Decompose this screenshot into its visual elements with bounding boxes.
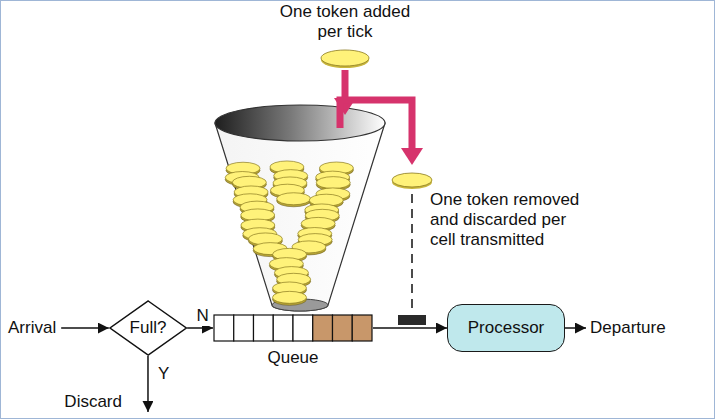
node-text: Queue bbox=[267, 348, 318, 368]
token-out-arrow bbox=[340, 100, 412, 150]
io-label: Departure bbox=[590, 318, 666, 338]
annotation: One token removed and discarded per cell… bbox=[430, 190, 595, 250]
branch-label: Y bbox=[158, 364, 169, 384]
io-label: Arrival bbox=[8, 318, 56, 338]
arrival-arrow bbox=[61, 327, 109, 329]
token bbox=[321, 50, 369, 66]
token-pile bbox=[225, 161, 353, 305]
queue-cell bbox=[234, 315, 254, 341]
queue-cell bbox=[214, 315, 234, 341]
bucket-rim bbox=[215, 105, 385, 141]
edge-label: N bbox=[195, 306, 211, 326]
queue-cell bbox=[254, 315, 274, 341]
queue-cell bbox=[352, 315, 372, 341]
node-text: Processor bbox=[468, 318, 545, 338]
departure-arrow bbox=[565, 327, 586, 329]
queue-cell bbox=[293, 315, 313, 341]
token bbox=[392, 173, 432, 187]
io-label: Discard bbox=[64, 392, 122, 412]
token bbox=[277, 193, 311, 207]
flow-arrow bbox=[373, 327, 447, 329]
token-face bbox=[277, 193, 311, 205]
flow-arrow bbox=[187, 327, 213, 329]
diamond-shape bbox=[110, 301, 186, 355]
queue-cell bbox=[333, 315, 353, 341]
token-face bbox=[316, 177, 350, 189]
decision-diamond: Full? bbox=[109, 300, 187, 356]
process-box: Processor bbox=[447, 304, 565, 352]
queue-box: Queue bbox=[213, 314, 373, 342]
annotation: One token added per tick bbox=[275, 2, 415, 42]
queue-cells bbox=[213, 314, 373, 342]
token-link bbox=[411, 194, 413, 312]
token-face bbox=[273, 291, 307, 303]
queue-cell bbox=[273, 315, 293, 341]
queue-cell bbox=[313, 315, 333, 341]
token bbox=[273, 291, 307, 305]
bucket-body bbox=[215, 123, 385, 311]
discard-arrow bbox=[147, 356, 149, 412]
node-text: Full? bbox=[130, 318, 167, 338]
cell bbox=[398, 315, 426, 325]
token-in-arrow bbox=[342, 70, 349, 100]
token-out-arrowhead bbox=[401, 148, 423, 165]
